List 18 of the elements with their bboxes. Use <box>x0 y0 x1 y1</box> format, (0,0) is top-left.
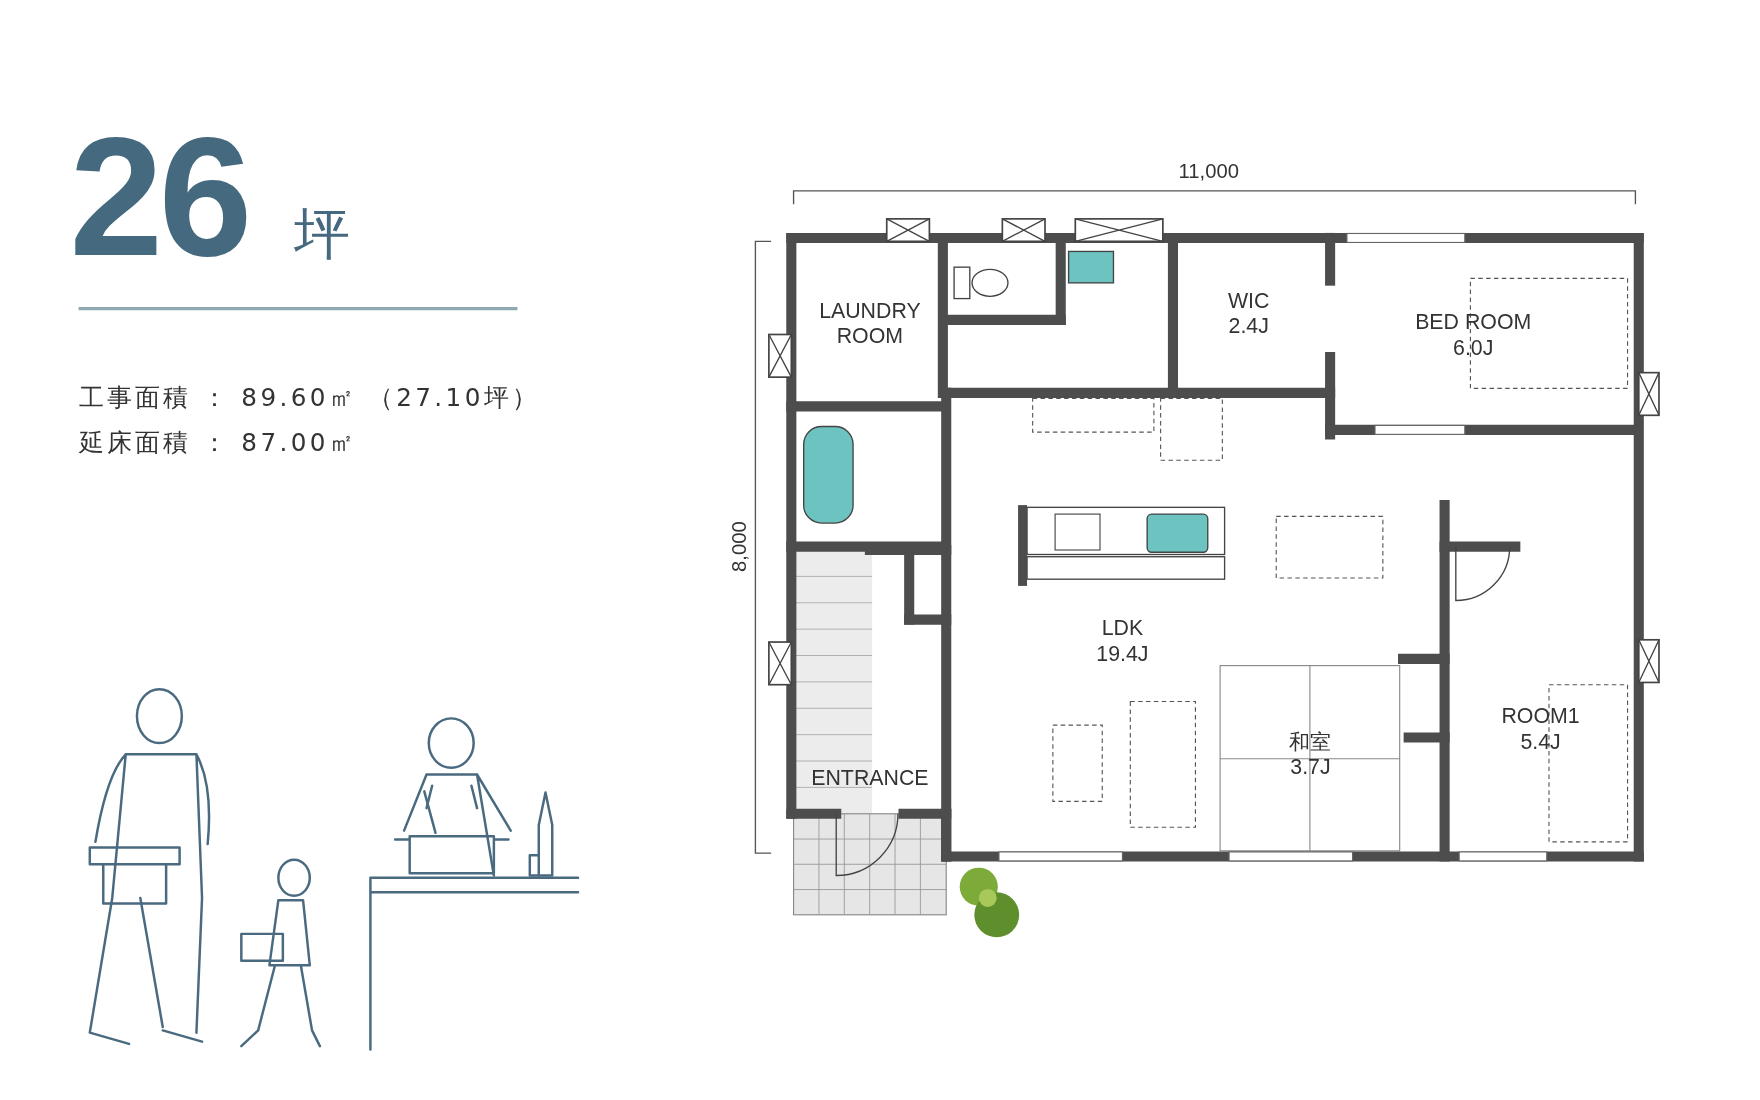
room-name: BED ROOM <box>1415 308 1532 335</box>
floor-area-text: 工事面積 ： 89.60㎡ （27.10坪） <box>78 382 540 414</box>
room-name: LAUNDRY ROOM <box>818 297 922 349</box>
room-size: 2.4J <box>1228 313 1269 339</box>
room-size: 6.0J <box>1453 334 1494 361</box>
dimension-label: 11,000 <box>1178 159 1239 185</box>
room-name: ENTRANCE <box>811 763 929 790</box>
floor-area-text: 延床面積 ： 87.00㎡ <box>78 427 357 459</box>
area-number-heading: 26 <box>69 112 248 281</box>
dimension-label: 8,000 <box>726 521 752 572</box>
room-name: LDK <box>1101 615 1144 641</box>
room-size: 3.7J <box>1290 754 1331 781</box>
room-name: ROOM1 <box>1501 702 1580 729</box>
room-size: 5.4J <box>1520 728 1561 755</box>
unit-label: 坪 <box>294 199 351 268</box>
room-name: 和室 <box>1289 728 1332 755</box>
room-name: WIC <box>1228 287 1270 314</box>
room-size: 19.4J <box>1096 641 1149 667</box>
